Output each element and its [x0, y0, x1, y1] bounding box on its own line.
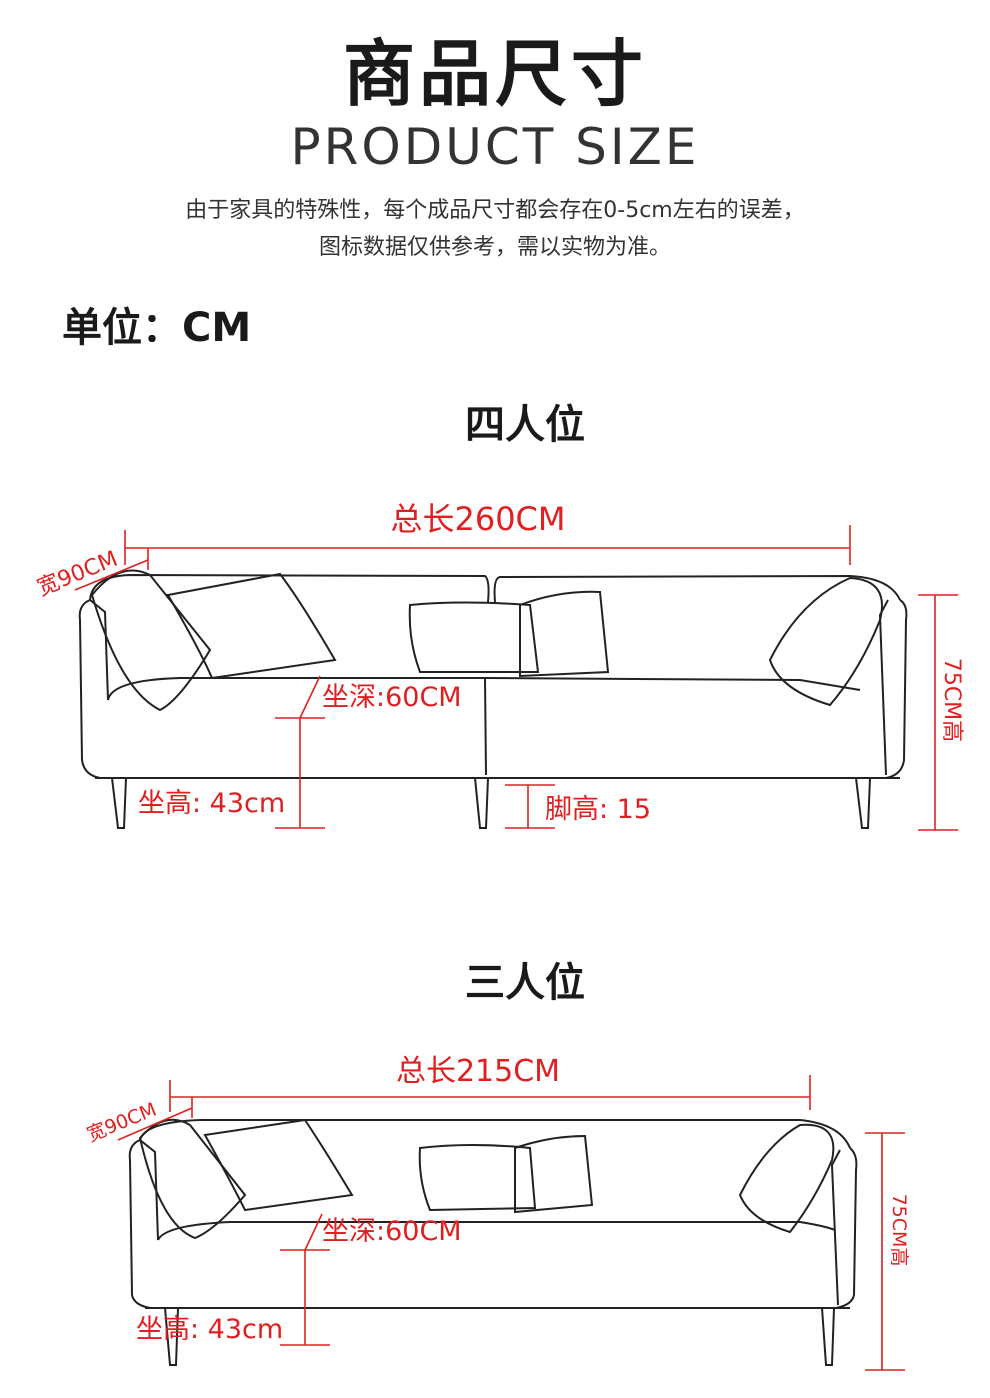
- four-seat-seat-depth: 坐深:60CM: [322, 682, 462, 713]
- four-seat-width: 宽90CM: [34, 547, 122, 602]
- disclaimer-line-1: 由于家具的特殊性，每个成品尺寸都会存在0-5cm左右的误差，: [185, 198, 805, 223]
- width-line: [117, 1107, 193, 1141]
- seat-depth-line: [304, 1213, 323, 1251]
- four-seat-dimensions: [74, 525, 958, 831]
- four-seat-sofa-drawing: [78, 569, 908, 829]
- three-seat-diagram: 总长215CM 宽90CM 坐深:60CM 坐高: 43cm 75CM高: [84, 1054, 910, 1371]
- four-seat-leg-height: 脚高: 15: [545, 794, 651, 825]
- three-seat-height: 75CM高: [888, 1194, 910, 1267]
- three-seat-title: 三人位: [465, 960, 585, 1006]
- four-seat-title: 四人位: [465, 402, 585, 448]
- four-seat-diagram: 总长260CM 宽90CM 坐深:60CM 坐高: 43cm 脚高: 15 75…: [34, 500, 964, 831]
- page-title: 商品尺寸: [342, 32, 647, 116]
- three-seat-seat-depth: 坐深:60CM: [322, 1216, 462, 1247]
- three-seat-sofa-drawing: [128, 1118, 858, 1366]
- three-seat-dimensions: [117, 1075, 905, 1371]
- unit-label: 单位：CM: [62, 305, 252, 351]
- disclaimer-line-2: 图标数据仅供参考，需以实物为准。: [318, 235, 671, 260]
- four-seat-total-length: 总长260CM: [390, 500, 565, 538]
- width-line: [74, 559, 149, 591]
- four-seat-seat-height: 坐高: 43cm: [138, 788, 285, 819]
- page-subtitle: PRODUCT SIZE: [290, 118, 700, 176]
- three-seat-seat-height: 坐高: 43cm: [136, 1314, 283, 1345]
- three-seat-total-length: 总长215CM: [396, 1054, 560, 1089]
- seat-depth-line: [299, 675, 321, 719]
- four-seat-height: 75CM高: [939, 658, 964, 742]
